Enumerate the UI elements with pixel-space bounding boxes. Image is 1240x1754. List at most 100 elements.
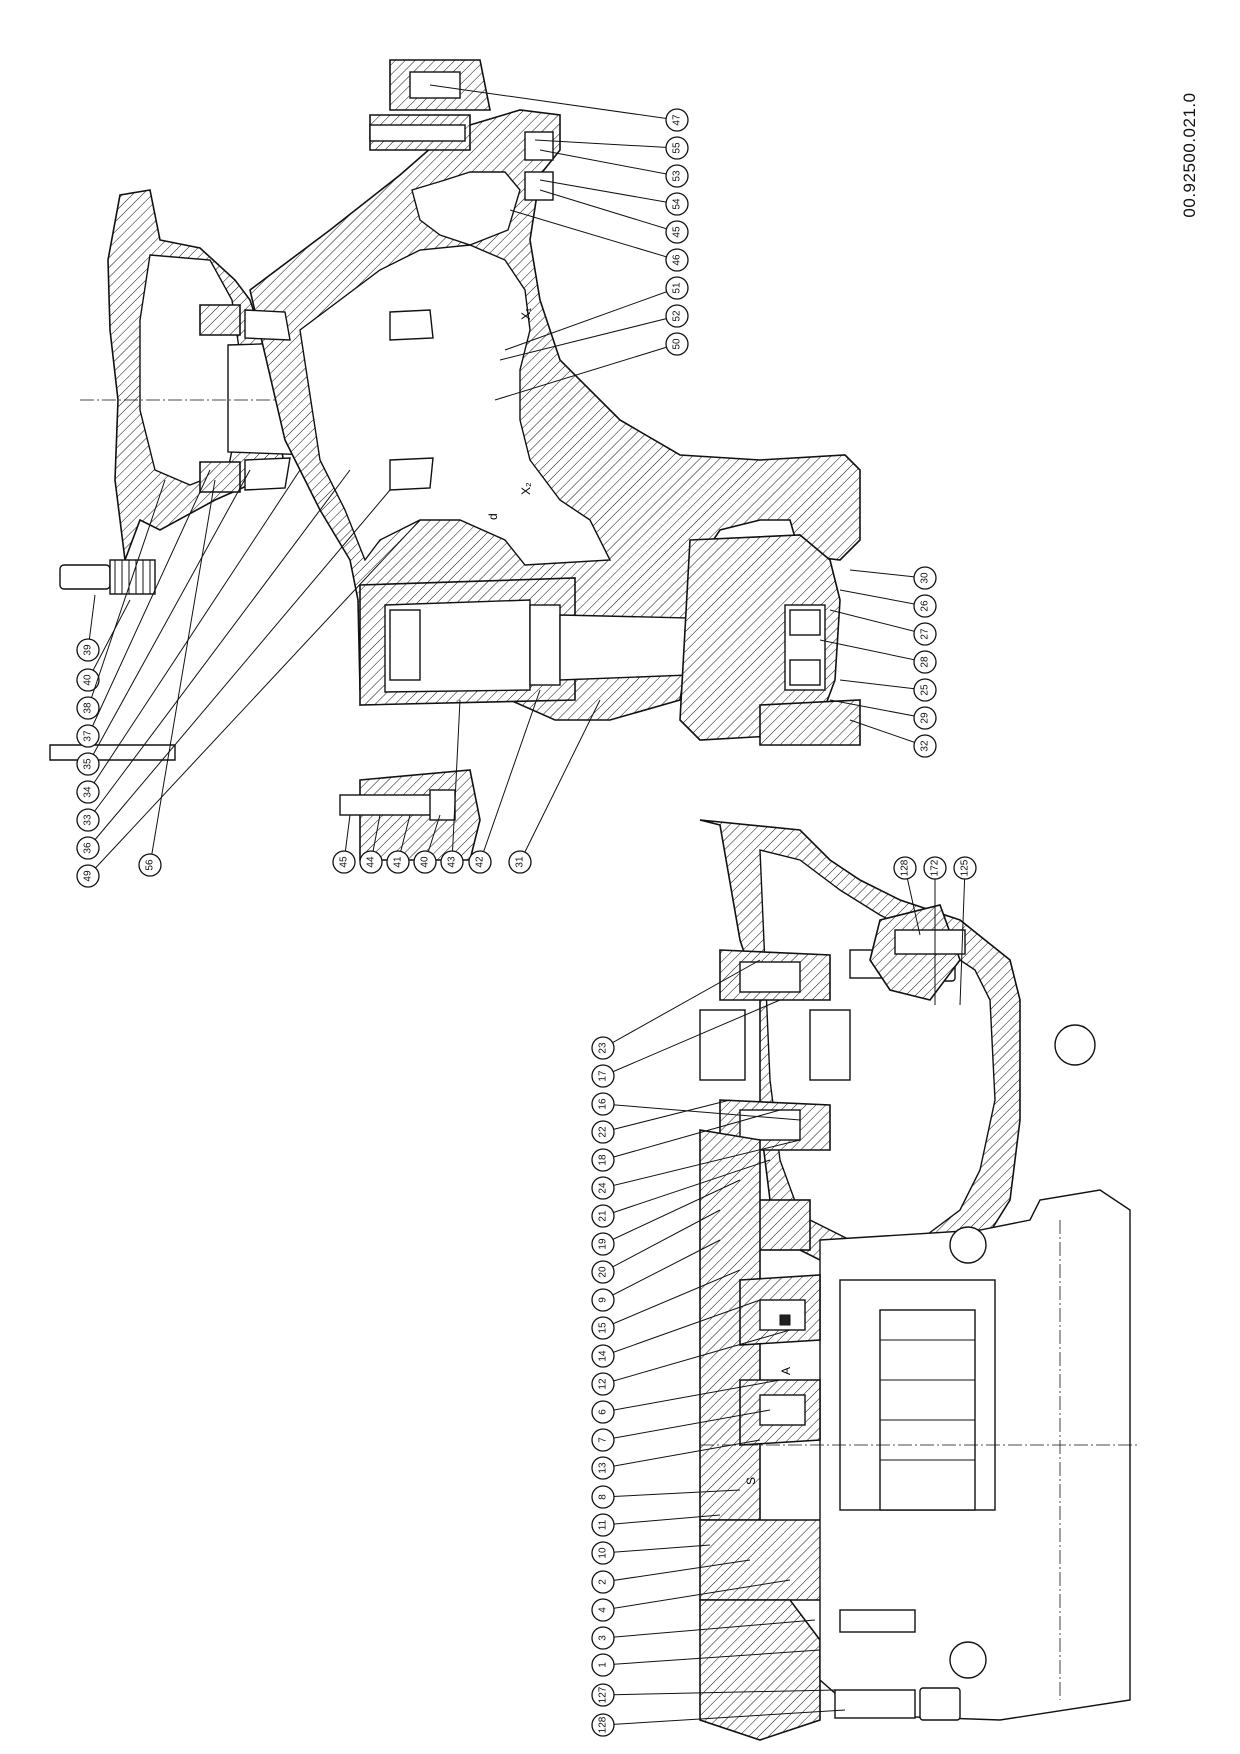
callout-circle	[591, 1120, 615, 1144]
callout-number: 28	[920, 656, 931, 668]
callout-number: 2	[598, 1579, 609, 1585]
callout-54: 54	[539, 179, 689, 216]
callout-37: 37	[76, 469, 211, 748]
svg-text:d: d	[486, 513, 500, 520]
output-flange-assembly	[49, 59, 861, 861]
callout-circle	[591, 1570, 615, 1594]
callout-circle	[591, 1344, 615, 1368]
leader-line	[839, 679, 926, 691]
leader-line	[479, 689, 541, 863]
leader-line	[87, 469, 301, 793]
callout-19: 19	[591, 1179, 741, 1256]
callout-circle	[665, 108, 689, 132]
callout-39: 39	[76, 594, 100, 662]
callout-circle	[76, 696, 100, 720]
callout-number: 14	[598, 1350, 609, 1362]
callout-number: 21	[598, 1210, 609, 1222]
callout-number: 18	[598, 1154, 609, 1166]
leader-line	[602, 1689, 836, 1696]
callout-28: 28	[819, 639, 937, 674]
callout-32: 32	[849, 719, 937, 758]
callout-number: 31	[515, 856, 526, 868]
callout-circle	[953, 856, 977, 880]
callout-number: 45	[672, 226, 683, 238]
callout-number: 37	[83, 730, 94, 742]
callout-33: 33	[76, 469, 351, 832]
callout-number: 6	[598, 1409, 609, 1415]
callout-10: 10	[591, 1541, 711, 1565]
callout-number: 42	[475, 856, 486, 868]
grease-fitting	[59, 559, 156, 595]
callout-number: 52	[672, 310, 683, 322]
callout-31: 31	[508, 699, 601, 874]
callout-20: 20	[591, 1209, 721, 1284]
leader-line	[602, 1109, 781, 1161]
callout-26: 26	[839, 589, 937, 618]
leader-line	[539, 189, 678, 233]
callout-number: 9	[598, 1297, 609, 1303]
callout-circle	[76, 808, 100, 832]
leader-line	[602, 1709, 846, 1726]
leader-line	[849, 719, 926, 747]
callout-number: 51	[672, 282, 683, 294]
callout-circle	[591, 1626, 615, 1650]
callout-number: 10	[598, 1547, 609, 1559]
callout-number: 8	[598, 1494, 609, 1500]
hub-bearings	[679, 534, 861, 746]
leader-line	[539, 179, 678, 205]
callout-number: 47	[672, 114, 683, 126]
leader-line	[499, 315, 678, 361]
callout-circle	[591, 1683, 615, 1707]
callout-25: 25	[839, 678, 937, 702]
callout-circle	[913, 622, 937, 646]
callout-circle	[591, 1204, 615, 1228]
callout-number: 3	[598, 1635, 609, 1641]
leader-line	[602, 959, 761, 1049]
leader-line	[602, 1239, 721, 1301]
callout-8: 8	[591, 1485, 741, 1509]
callout-circle	[591, 1456, 615, 1480]
callout-128: 128	[591, 1709, 846, 1737]
callout-number: 23	[598, 1042, 609, 1054]
callout-1: 1	[591, 1649, 821, 1677]
callout-127: 127	[591, 1683, 836, 1707]
callout-number: 36	[83, 842, 94, 854]
callout-45: 45	[539, 189, 689, 244]
leader-line	[87, 599, 131, 681]
callout-circle	[913, 650, 937, 674]
callout-50: 50	[494, 332, 689, 401]
callout-number: 128	[598, 1716, 609, 1733]
dim-x1: X₁	[519, 308, 533, 320]
leader-line	[602, 1099, 731, 1133]
leader-line	[87, 479, 166, 709]
callout-number: 26	[920, 600, 931, 612]
callout-circle	[665, 164, 689, 188]
leader-line	[849, 569, 926, 579]
callout-128: 128	[893, 856, 921, 936]
svg-text:X₂: X₂	[519, 482, 533, 495]
callout-27: 27	[829, 609, 937, 646]
callout-circle	[138, 853, 162, 877]
callout-circle	[359, 850, 383, 874]
callout-circle	[386, 850, 410, 874]
dim-a: A	[779, 1367, 793, 1375]
callout-circle	[591, 1400, 615, 1424]
callout-34: 34	[76, 469, 301, 804]
cover-bolts	[369, 59, 554, 201]
callout-number: 17	[598, 1070, 609, 1082]
tapered-bearing-outer	[199, 304, 291, 493]
svg-text:A: A	[779, 1367, 793, 1375]
callout-number: 41	[393, 856, 404, 868]
callout-number: 128	[900, 859, 911, 876]
leader-line	[829, 699, 926, 719]
callout-16: 16	[591, 1092, 801, 1121]
leader-line	[602, 1559, 751, 1583]
callout-29: 29	[829, 699, 937, 730]
callout-number: 22	[598, 1126, 609, 1138]
callout-number: 13	[598, 1462, 609, 1474]
callout-number: 30	[920, 572, 931, 584]
callout-38: 38	[76, 479, 166, 720]
callout-circle	[591, 1064, 615, 1088]
callout-circle	[76, 724, 100, 748]
callout-number: 172	[930, 859, 941, 876]
